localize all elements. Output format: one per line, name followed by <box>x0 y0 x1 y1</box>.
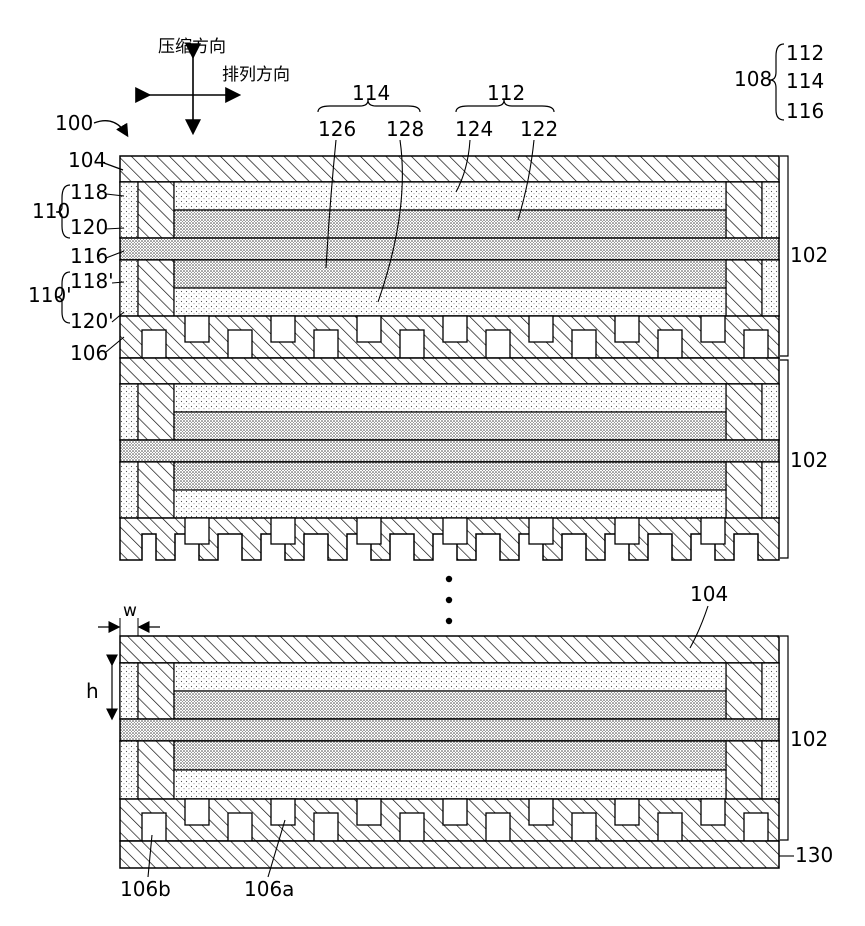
label-124: 124 <box>455 117 493 141</box>
label-106b: 106b <box>120 877 171 901</box>
frame-left <box>138 182 174 238</box>
label-122: 122 <box>520 117 558 141</box>
frame-right-2 <box>726 260 762 316</box>
label-118-prime: 118' <box>70 269 114 293</box>
label-110: 110 <box>32 199 70 223</box>
plate-104-mid <box>120 358 779 384</box>
label-110-prime: 110' <box>28 283 72 307</box>
label-116: 116 <box>70 244 108 268</box>
label-108-112: 112 <box>786 41 824 65</box>
label-114: 114 <box>352 81 390 105</box>
separator-116 <box>120 238 779 260</box>
sealant-left-2 <box>120 260 138 316</box>
layer-124 <box>174 182 726 210</box>
layer-128 <box>174 288 726 316</box>
label-118: 118 <box>70 180 108 204</box>
frame-right <box>726 182 762 238</box>
continuation-dots <box>446 576 452 624</box>
base-plate-130 <box>120 841 779 868</box>
label-h: h <box>86 679 99 703</box>
compress-direction-label: 压缩方向 <box>158 37 226 57</box>
label-108-116: 116 <box>786 99 824 123</box>
sealant-right <box>762 182 779 238</box>
cell-bottom <box>120 636 779 868</box>
cell-top <box>120 156 779 358</box>
label-126: 126 <box>318 117 356 141</box>
plate-104-top <box>120 156 779 182</box>
layer-126 <box>174 260 726 288</box>
cell-middle <box>120 358 779 560</box>
label-104-bottom: 104 <box>690 582 728 606</box>
label-104: 104 <box>68 148 106 172</box>
label-102-top: 102 <box>790 243 828 267</box>
sealant-left <box>120 182 138 238</box>
leader-100 <box>94 121 127 135</box>
plate-104-bottom <box>120 636 779 663</box>
label-108-114: 114 <box>786 69 824 93</box>
label-106a: 106a <box>244 877 294 901</box>
label-128: 128 <box>386 117 424 141</box>
label-120: 120 <box>70 215 108 239</box>
label-106: 106 <box>70 341 108 365</box>
label-130: 130 <box>795 843 833 867</box>
layer-122 <box>174 210 726 238</box>
arrange-direction-label: 排列方向 <box>222 65 290 85</box>
sealant-right-2 <box>762 260 779 316</box>
label-120-prime: 120' <box>70 309 114 333</box>
label-112: 112 <box>487 81 525 105</box>
label-102-mid: 102 <box>790 448 828 472</box>
label-w: w <box>123 601 137 621</box>
frame-left-2 <box>138 260 174 316</box>
label-100: 100 <box>55 111 93 135</box>
label-108: 108 <box>734 67 772 91</box>
label-102-bottom: 102 <box>790 727 828 751</box>
